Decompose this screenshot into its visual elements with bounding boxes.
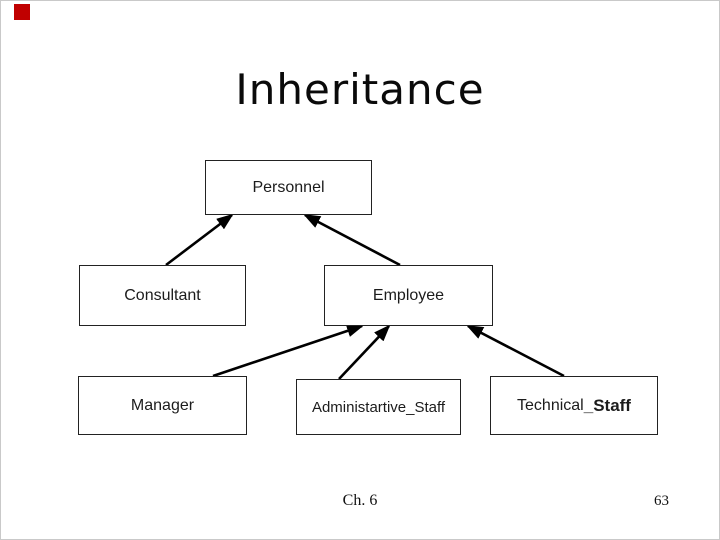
slide-accent-square (14, 4, 30, 20)
edge-employee-personnel (303, 213, 401, 267)
footer-chapter: Ch. 6 (342, 492, 378, 509)
edge-admin-employee (338, 324, 391, 380)
node-consultant: Consultant (79, 265, 246, 326)
node-employee: Employee (324, 265, 493, 326)
edge-technical-employee (466, 324, 565, 378)
node-consultant-label: Consultant (124, 286, 201, 304)
node-manager: Manager (78, 376, 247, 435)
node-personnel: Personnel (205, 160, 372, 215)
node-technical-staff-label-bold: _Staff (583, 395, 631, 415)
node-administartive-staff-label: Administartive_Staff (311, 398, 446, 416)
node-manager-label: Manager (130, 396, 195, 414)
node-personnel-label: Personnel (252, 178, 325, 196)
node-technical-staff: Technical _Staff (490, 376, 658, 435)
node-technical-staff-label: Technical (517, 396, 584, 414)
node-administartive-staff: Administartive_Staff (296, 379, 461, 435)
edge-consultant-personnel (165, 213, 234, 267)
footer-page-number: 63 (654, 493, 669, 509)
node-employee-label: Employee (372, 286, 445, 304)
edge-manager-employee (212, 324, 364, 378)
slide-title: Inheritance (235, 65, 485, 114)
